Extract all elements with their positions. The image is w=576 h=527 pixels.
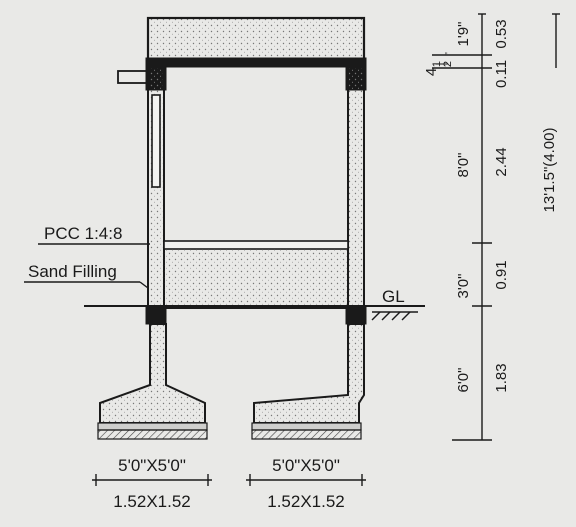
dim-top-metric: 0.53 <box>493 19 510 48</box>
ground-level <box>84 305 425 321</box>
right-footing-base <box>251 429 362 440</box>
dim-slab-metric: 0.11 <box>493 60 510 88</box>
dim-plinth-imperial: 3'0" <box>455 274 472 299</box>
chajja <box>117 70 149 84</box>
dim-overall: 13'1.5"(4.00) <box>541 128 558 213</box>
footing-dim-lines <box>92 474 366 486</box>
dim-foundation-metric: 1.83 <box>493 363 510 392</box>
left-footing-size-metric: 1.52X1.52 <box>113 492 191 511</box>
pcc-label: PCC 1:4:8 <box>44 224 122 243</box>
right-footing-size-imperial: 5'0"X5'0" <box>272 456 340 475</box>
roof-slab <box>145 57 367 68</box>
dimension-lines <box>432 13 560 441</box>
dim-wall-imperial: 8'0" <box>455 153 472 178</box>
right-plinth-beam <box>345 305 367 325</box>
structure <box>97 16 367 440</box>
svg-text:2: 2 <box>442 61 454 67</box>
right-wall <box>347 66 365 311</box>
left-footing-size-imperial: 5'0"X5'0" <box>118 456 186 475</box>
right-footing-size-metric: 1.52X1.52 <box>267 492 345 511</box>
svg-text:4: 4 <box>423 68 440 76</box>
svg-text:": " <box>444 52 455 56</box>
leaders <box>24 243 150 289</box>
left-plinth-beam <box>145 305 167 325</box>
left-foundation <box>99 323 206 424</box>
left-footing-pcc <box>97 422 208 431</box>
dim-slab-imperial: 4 1 2 " <box>423 52 455 76</box>
window-opening <box>151 94 161 188</box>
dim-foundation-imperial: 6'0" <box>455 368 472 393</box>
pcc-floor <box>163 240 349 250</box>
parapet-wall <box>146 16 366 62</box>
dim-plinth-metric: 0.91 <box>493 260 510 289</box>
sand-filling <box>164 249 348 306</box>
dim-wall-metric: 2.44 <box>493 147 510 176</box>
right-foundation <box>253 323 365 424</box>
left-footing-base <box>97 429 208 440</box>
sand-filling-label: Sand Filling <box>28 262 117 281</box>
dim-top-imperial: 1'9" <box>455 22 472 47</box>
right-footing-pcc <box>251 422 362 431</box>
ground-level-label: GL <box>382 287 405 306</box>
earth-symbol <box>371 311 418 321</box>
